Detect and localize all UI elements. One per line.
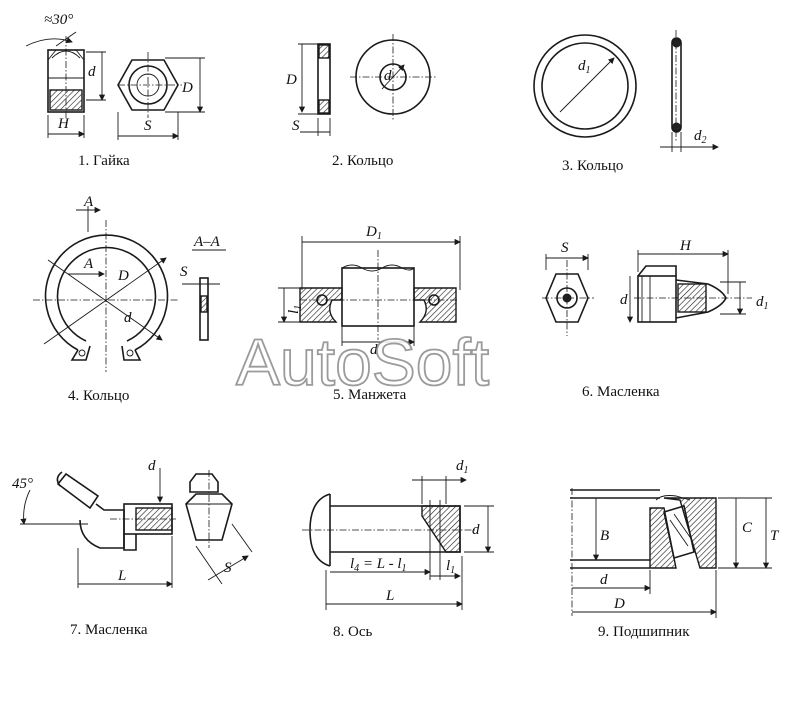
- nut-d-label: d: [88, 64, 96, 80]
- circlip-A-top-label: A: [83, 194, 94, 210]
- part-5-lip-seal: D1 l1 d 5. Манжета: [278, 224, 461, 403]
- pin-d1-label: d1: [456, 458, 469, 476]
- part-1-caption: 1. Гайка: [78, 153, 130, 169]
- pin-l4-equation: l4 = L - l1: [350, 556, 407, 574]
- part-4-caption: 4. Кольцо: [68, 388, 129, 404]
- angle-nipple-S-label: S: [224, 560, 232, 576]
- part-7-angle-grease-nipple: 45° d L S 7. Масленка: [12, 458, 253, 638]
- angle-nipple-angle-label: 45°: [12, 476, 33, 492]
- nut-S-label: S: [144, 118, 152, 134]
- part-8-caption: 8. Ось: [333, 624, 372, 640]
- watermark-text: AutoSoft: [236, 325, 489, 399]
- nut-angle-label: ≈30°: [44, 12, 73, 28]
- oring-d1-label: d1: [578, 58, 591, 76]
- seal-D1-label: D1: [365, 224, 382, 242]
- bearing-B-label: B: [600, 528, 609, 544]
- washer-d-label: d: [384, 68, 392, 84]
- nipple-S-label: S: [561, 240, 569, 256]
- circlip-D-label: D: [117, 268, 129, 284]
- part-2-caption: 2. Кольцо: [332, 153, 393, 169]
- part-3-caption: 3. Кольцо: [562, 158, 623, 174]
- oring-d2-label: d2: [694, 128, 707, 146]
- part-4-circlip: A A D d A–A S 4. Кольцо: [33, 194, 226, 404]
- nut-H-label: H: [57, 116, 70, 132]
- part-6-caption: 6. Масленка: [582, 384, 660, 400]
- part-1-nut: ≈30° d H D S 1. Гайка: [25, 12, 205, 169]
- pin-L-label: L: [385, 588, 394, 604]
- pin-l1-label: l1: [446, 558, 455, 576]
- bearing-D-label: D: [613, 596, 625, 612]
- part-6-grease-nipple: S H d d1 6. Масленка: [542, 238, 769, 400]
- seal-d-label: d: [370, 342, 378, 358]
- part-2-washer: D S d 2. Кольцо: [285, 34, 436, 169]
- nipple-d1-label: d1: [756, 294, 769, 312]
- part-7-caption: 7. Масленка: [70, 622, 148, 638]
- circlip-S-label: S: [180, 264, 188, 280]
- angle-nipple-d-label: d: [148, 458, 156, 474]
- circlip-A-inner-label: A: [83, 256, 94, 272]
- circlip-section-label: A–A: [193, 234, 221, 250]
- part-9-caption: 9. Подшипник: [598, 624, 690, 640]
- part-3-o-ring: d1 d2 3. Кольцо: [533, 30, 719, 174]
- nipple-H-label: H: [679, 238, 692, 254]
- bearing-C-label: C: [742, 520, 753, 536]
- part-5-caption: 5. Манжета: [333, 387, 407, 403]
- circlip-d-label: d: [124, 310, 132, 326]
- bearing-T-label: T: [770, 528, 780, 544]
- washer-S-label: S: [292, 118, 300, 134]
- part-9-tapered-bearing: B C T d D 9. Подшипник: [570, 488, 780, 640]
- nipple-d-label: d: [620, 292, 628, 308]
- bearing-d-label: d: [600, 572, 608, 588]
- nut-D-label: D: [181, 80, 193, 96]
- pin-d-label: d: [472, 522, 480, 538]
- part-8-pin: d1 d l4 = L - l1 l1 L 8. Ось: [302, 458, 494, 640]
- seal-l1-label: l1: [286, 305, 304, 314]
- angle-nipple-L-label: L: [117, 568, 126, 584]
- washer-D-label: D: [285, 72, 297, 88]
